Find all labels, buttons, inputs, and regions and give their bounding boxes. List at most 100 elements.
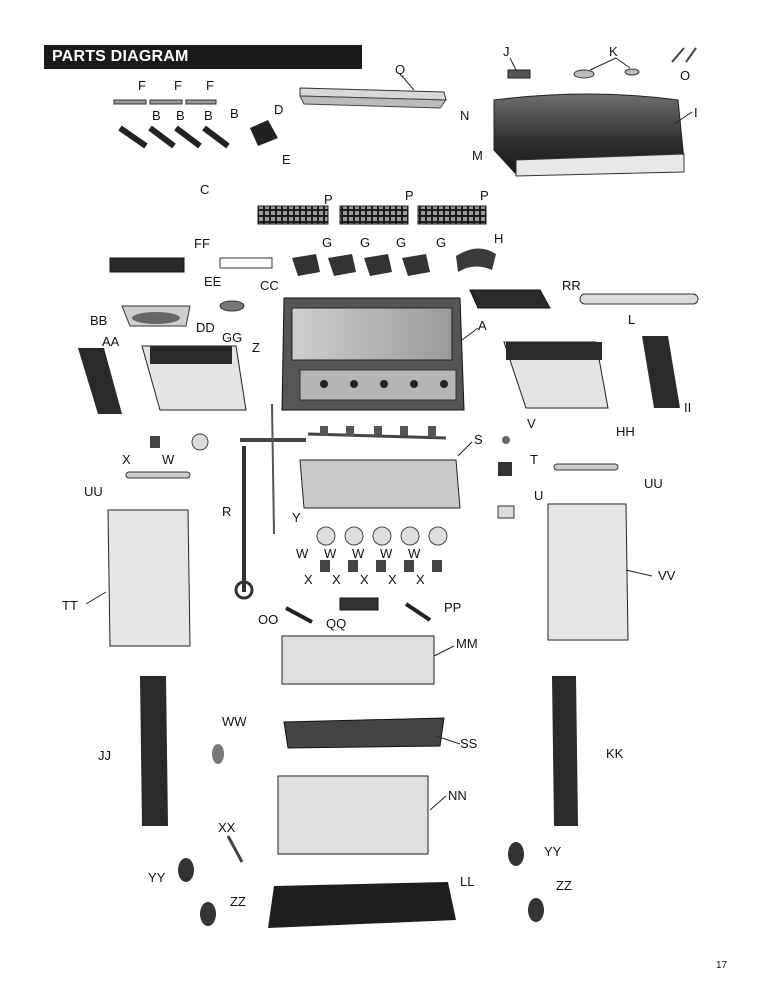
label-a: A <box>478 318 487 333</box>
knob-w-row <box>191 433 448 546</box>
page-title: PARTS DIAGRAM <box>52 48 189 65</box>
label-b4: B <box>230 106 239 121</box>
bottom-tray-ll <box>268 882 456 928</box>
label-hh: HH <box>616 424 635 439</box>
label-c: C <box>200 182 209 197</box>
label-yy1: YY <box>544 844 562 859</box>
rack-ee <box>219 257 273 269</box>
label-ww: WW <box>222 714 247 729</box>
page-number: 17 <box>716 960 728 971</box>
side-panel-vv <box>547 503 629 641</box>
label-g4: G <box>436 235 446 250</box>
label-pp: PP <box>444 600 461 615</box>
gas-hose-r <box>234 403 306 600</box>
shelf-ff <box>109 257 185 273</box>
knob-k <box>573 68 640 79</box>
label-y: Y <box>292 510 301 525</box>
electrode-v <box>502 436 510 444</box>
label-m: M <box>472 148 483 163</box>
label-t: T <box>530 452 538 467</box>
caster-zz <box>200 898 544 926</box>
label-f3: F <box>206 78 214 93</box>
label-g2: G <box>360 235 370 250</box>
label-ii: II <box>684 400 691 415</box>
leader-lines <box>85 57 693 811</box>
bracket-ss <box>283 717 445 749</box>
leg-jj <box>140 676 168 826</box>
label-x1: X <box>122 452 131 467</box>
label-d: D <box>274 102 283 117</box>
label-x3: X <box>332 572 341 587</box>
label-b3: B <box>204 108 213 123</box>
label-p3: P <box>480 188 489 203</box>
cooking-grate-p <box>257 205 487 225</box>
label-xx: XX <box>218 820 236 835</box>
label-dd: DD <box>196 320 215 335</box>
label-w5: W <box>380 546 393 561</box>
cross-bar-uu <box>125 463 619 479</box>
callout-labels: Q J K O I N M F F F B B B B D E C P P P … <box>62 44 698 909</box>
label-b2: B <box>176 108 185 123</box>
label-bb: BB <box>90 313 107 328</box>
label-nn: NN <box>448 788 467 803</box>
back-panel-mm <box>281 635 435 685</box>
label-uu1: UU <box>84 484 103 499</box>
burner-b <box>118 125 230 149</box>
clip-xx <box>226 835 244 863</box>
label-e: E <box>282 152 291 167</box>
side-panel-ii <box>642 336 680 408</box>
label-i: I <box>694 105 698 120</box>
igniter-t <box>498 462 512 476</box>
side-burner-dd <box>219 300 245 312</box>
bracket-u <box>497 505 515 519</box>
label-w1: W <box>162 452 175 467</box>
label-x6: X <box>416 572 425 587</box>
label-ll: LL <box>460 874 474 889</box>
label-yy2: YY <box>148 870 166 885</box>
label-b1: B <box>152 108 161 123</box>
label-u: U <box>534 488 543 503</box>
label-gg: GG <box>222 330 242 345</box>
label-l: L <box>628 312 635 327</box>
leg-kk <box>552 676 578 826</box>
label-o: O <box>680 68 690 83</box>
side-burner-d <box>250 120 278 146</box>
label-k: K <box>609 44 618 59</box>
label-v: V <box>527 416 536 431</box>
label-f2: F <box>174 78 182 93</box>
label-zz1: ZZ <box>556 878 572 893</box>
title-bar: PARTS DIAGRAM <box>44 45 362 69</box>
label-p2: P <box>405 188 414 203</box>
caster-yy <box>178 842 524 882</box>
label-f1: F <box>138 78 146 93</box>
heat-plate-g <box>292 254 430 276</box>
bezel-x-row <box>150 436 442 572</box>
label-jj: JJ <box>98 748 111 763</box>
handle-l <box>579 293 699 305</box>
label-w4: W <box>352 546 365 561</box>
label-q: Q <box>395 62 405 77</box>
label-x2: X <box>304 572 313 587</box>
label-x5: X <box>388 572 397 587</box>
label-x4: X <box>360 572 369 587</box>
label-ee: EE <box>204 274 222 289</box>
label-g3: G <box>396 235 406 250</box>
label-mm: MM <box>456 636 478 651</box>
side-panel-tt <box>107 509 191 647</box>
label-tt: TT <box>62 598 78 613</box>
door-panel-nn <box>277 775 429 855</box>
label-qq: QQ <box>326 616 346 631</box>
control-panel-s <box>299 459 461 509</box>
label-vv: VV <box>658 568 676 583</box>
label-n: N <box>460 108 469 123</box>
label-h: H <box>494 231 503 246</box>
flame-tamer-f <box>113 99 217 105</box>
label-aa: AA <box>102 334 120 349</box>
label-g1: G <box>322 235 332 250</box>
screw-o <box>671 47 697 63</box>
side-burner-bb <box>121 305 191 327</box>
label-rr: RR <box>562 278 581 293</box>
label-r: R <box>222 504 231 519</box>
label-p1: P <box>324 192 333 207</box>
